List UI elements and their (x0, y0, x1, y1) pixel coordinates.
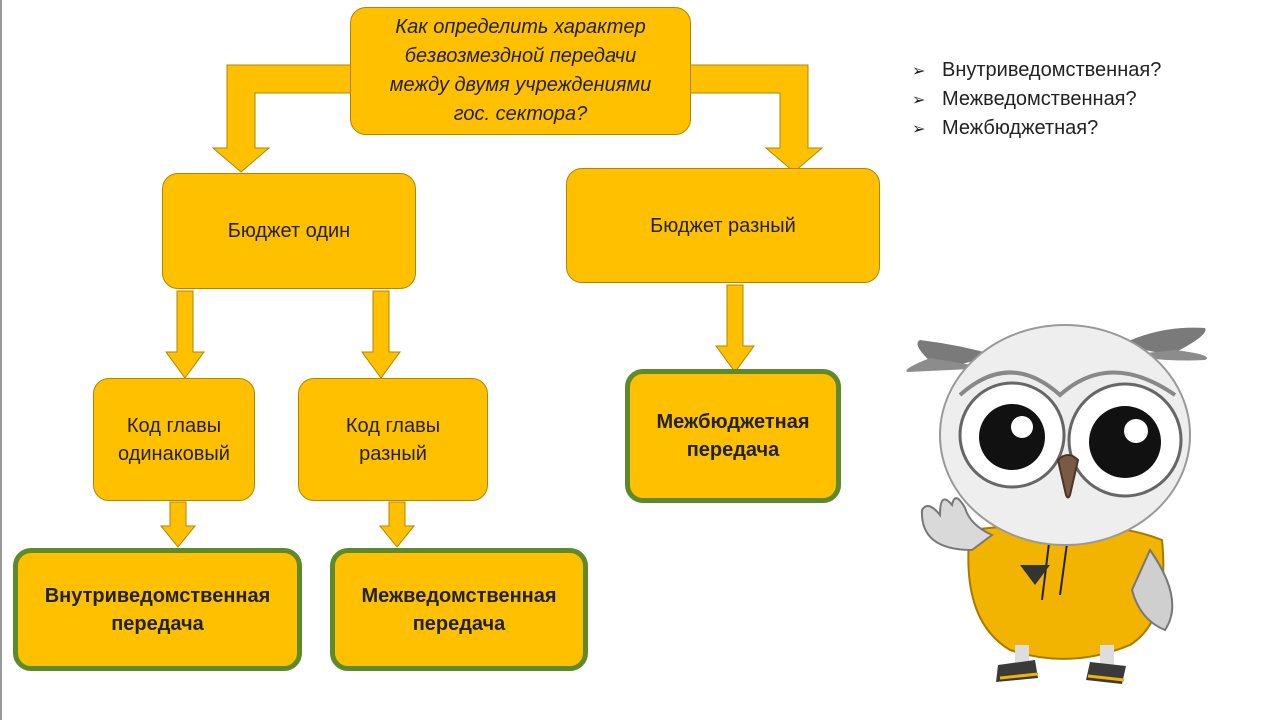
arrow-to-chapter-diff (361, 290, 401, 379)
list-item: ➢ Внутриведомственная? (912, 56, 1161, 85)
slide-edge (0, 0, 2, 720)
diff-budget-label: Бюджет разный (650, 214, 796, 237)
chapter-same-label: Код главы одинаковый (118, 414, 230, 465)
result-intra-label: Внутриведомственная передача (44, 584, 271, 635)
arrow-bullet-icon: ➢ (912, 62, 926, 80)
list-item: ➢ Межбюджетная? (912, 114, 1161, 143)
owl-mascot-icon (906, 324, 1207, 684)
question-box: Как определить характер безвозмездной пе… (350, 7, 691, 135)
arrow-question-to-diff-budget (689, 64, 824, 173)
list-item-text: Внутриведомственная? (942, 59, 1162, 81)
list-item-text: Межведомственная? (942, 88, 1137, 110)
result-budget-box: Межбюджетная передача (625, 369, 841, 503)
arrow-to-result-budget (715, 284, 755, 373)
list-item-text: Межбюджетная? (942, 117, 1099, 139)
result-intra-box: Внутриведомственная передача (13, 548, 302, 671)
arrow-to-result-inter (378, 501, 416, 548)
chapter-diff-label: Код главы разный (345, 414, 441, 465)
list-item: ➢ Межведомственная? (912, 85, 1161, 114)
arrow-to-result-intra (159, 501, 197, 548)
transfer-type-list: ➢ Внутриведомственная? ➢ Межведомственна… (912, 56, 1161, 143)
arrow-to-chapter-same (165, 290, 205, 379)
chapter-same-box: Код главы одинаковый (93, 378, 255, 501)
arrow-question-to-same-budget (211, 64, 352, 173)
diff-budget-box: Бюджет разный (566, 168, 880, 283)
result-budget-label: Межбюджетная передача (656, 411, 810, 461)
arrow-bullet-icon: ➢ (912, 120, 926, 138)
same-budget-box: Бюджет один (162, 173, 416, 289)
question-text: Как определить характер безвозмездной пе… (389, 16, 652, 125)
result-inter-box: Межведомственная передача (330, 548, 588, 671)
arrow-bullet-icon: ➢ (912, 91, 926, 109)
result-inter-label: Межведомственная передача (361, 584, 557, 635)
chapter-diff-box: Код главы разный (298, 378, 488, 501)
same-budget-label: Бюджет один (227, 220, 351, 242)
